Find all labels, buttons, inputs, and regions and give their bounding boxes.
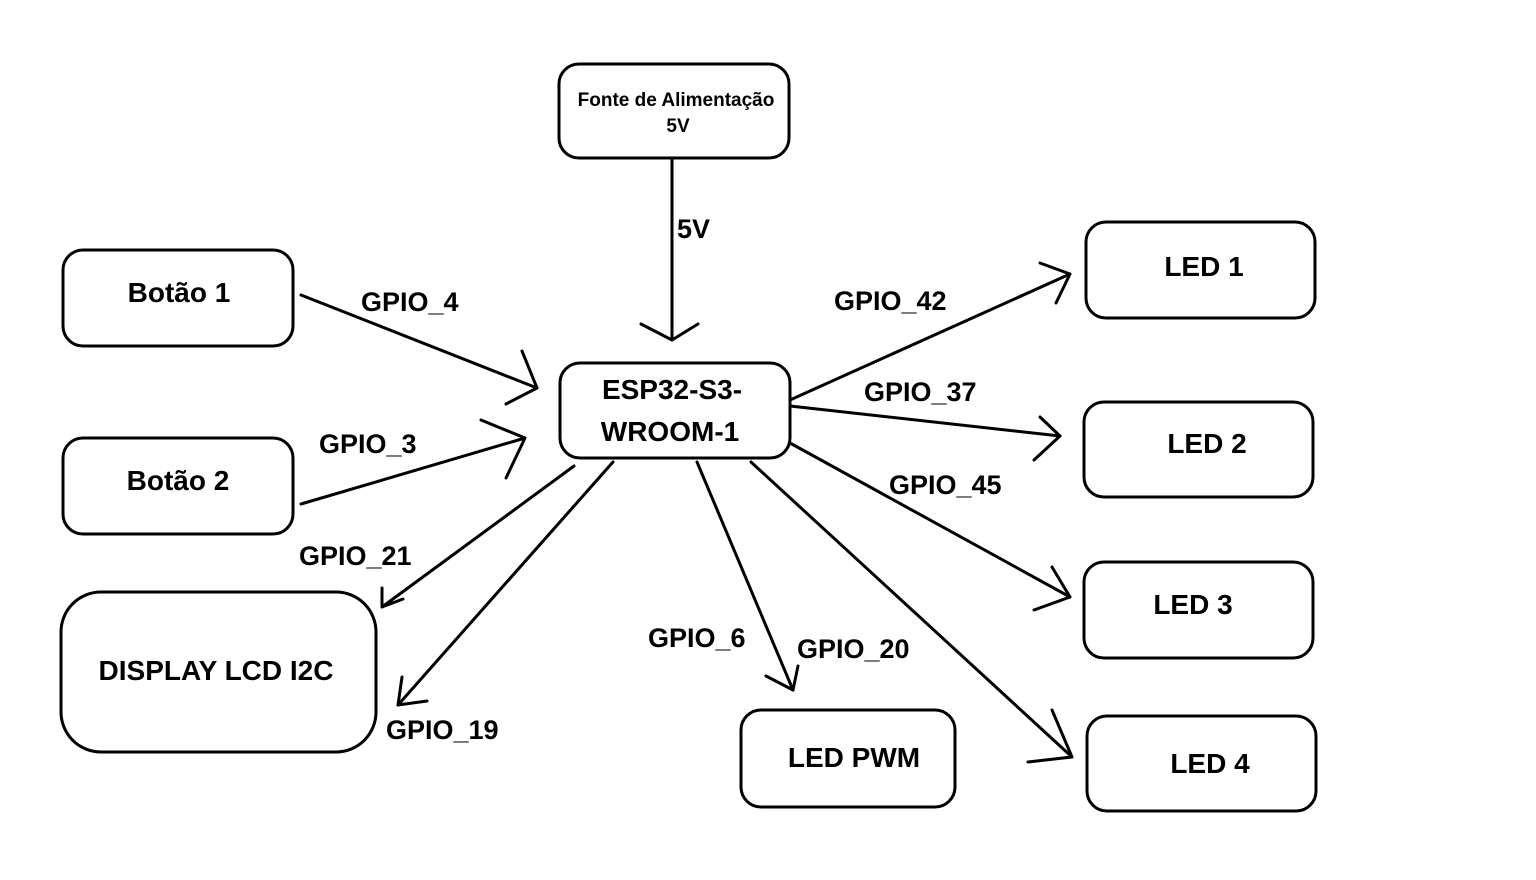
button2-box <box>61 436 295 536</box>
edge-esp32-to-led4 <box>749 460 1074 764</box>
edge-label-led4: GPIO_20 <box>797 634 910 664</box>
ledpwm-label: LED PWM <box>788 742 920 773</box>
edge-label-display-scl: GPIO_19 <box>386 715 499 745</box>
esp32-node: ESP32-S3- WROOM-1 <box>558 361 792 460</box>
display-box <box>59 590 378 754</box>
arrowhead-down-icon <box>639 322 700 342</box>
led1-box <box>1084 220 1317 320</box>
arrowhead-left-icon <box>380 586 405 609</box>
esp32-box <box>558 361 792 460</box>
edge-button1-to-esp32 <box>299 293 539 406</box>
arrowhead-right-icon <box>1032 565 1072 612</box>
edge-led3-line <box>788 441 1072 599</box>
edge-label-button2: GPIO_3 <box>319 429 417 459</box>
arrowhead-right-icon <box>1032 415 1062 462</box>
edge-label-led3: GPIO_45 <box>889 470 1002 500</box>
led2-box <box>1082 400 1315 499</box>
led3-label: LED 3 <box>1153 589 1232 620</box>
display-label: DISPLAY LCD I2C <box>99 655 334 686</box>
edge-esp32-to-led2 <box>788 404 1062 462</box>
led2-label: LED 2 <box>1167 428 1246 459</box>
led2-node: LED 2 <box>1082 400 1315 499</box>
arrowhead-right-icon <box>1038 261 1072 305</box>
arrowhead-right-icon <box>479 418 527 480</box>
edge-button2-to-esp32 <box>299 418 527 506</box>
edge-ledpwm-line <box>695 460 795 692</box>
edge-led1-line <box>788 272 1072 402</box>
edge-display-sda-line <box>380 464 576 609</box>
led4-box <box>1085 714 1318 813</box>
power-supply-box <box>557 62 791 160</box>
led1-node: LED 1 <box>1084 220 1317 320</box>
led3-box <box>1082 560 1315 660</box>
arrowhead-down-icon <box>764 664 800 692</box>
button1-box <box>61 248 295 348</box>
arrowhead-right-icon <box>504 349 539 406</box>
edge-display-scl-line <box>396 460 615 707</box>
edge-button2-line <box>299 436 527 506</box>
power-supply-title: Fonte de Alimentação <box>578 90 775 111</box>
edge-esp32-to-led1 <box>788 261 1072 402</box>
led1-label: LED 1 <box>1164 251 1243 282</box>
arrowhead-left-icon <box>396 675 429 707</box>
esp32-label-line1: ESP32-S3- <box>602 374 742 405</box>
edge-esp32-to-display-scl <box>396 460 615 707</box>
edge-led4-line <box>749 460 1074 759</box>
edge-label-ledpwm: GPIO_6 <box>648 623 746 653</box>
edge-esp32-to-led3 <box>788 441 1072 612</box>
edge-led2-line <box>788 404 1062 438</box>
power-supply-voltage: 5V <box>666 116 690 137</box>
button1-label: Botão 1 <box>128 277 231 308</box>
esp32-label-line2: WROOM-1 <box>601 416 739 447</box>
ledpwm-box <box>739 708 957 809</box>
ledpwm-node: LED PWM <box>739 708 957 809</box>
button2-label: Botão 2 <box>127 465 230 496</box>
led3-node: LED 3 <box>1082 560 1315 660</box>
button2-node: Botão 2 <box>61 436 295 536</box>
arrowhead-right-icon <box>1026 708 1074 764</box>
edge-label-power: 5V <box>677 214 710 244</box>
led4-node: LED 4 <box>1085 714 1318 813</box>
edge-esp32-to-ledpwm <box>695 460 800 692</box>
edge-label-display-sda: GPIO_21 <box>299 541 412 571</box>
edge-power-to-esp32 <box>639 158 700 342</box>
edge-label-led2: GPIO_37 <box>864 377 977 407</box>
led4-label: LED 4 <box>1170 748 1250 779</box>
button1-node: Botão 1 <box>61 248 295 348</box>
edge-button1-line <box>299 293 539 390</box>
power-supply-node: Fonte de Alimentação 5V <box>557 62 791 160</box>
edge-label-led1: GPIO_42 <box>834 286 947 316</box>
edge-label-button1: GPIO_4 <box>361 287 459 317</box>
display-node: DISPLAY LCD I2C <box>59 590 378 754</box>
edge-esp32-to-display-sda <box>380 464 576 609</box>
